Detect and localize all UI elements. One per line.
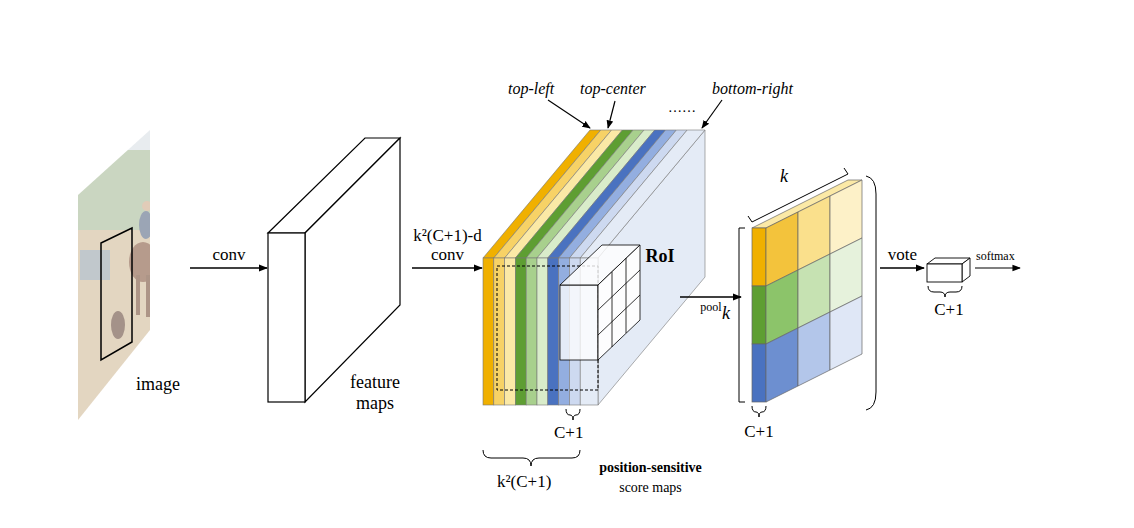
pooled-grid-block: C+1 xyxy=(742,140,880,450)
node-text: position-sensitive xyxy=(588,460,713,476)
drawing-part xyxy=(268,233,305,402)
drawing-part xyxy=(537,258,548,405)
dimension-label: k xyxy=(780,166,788,187)
drawing-part xyxy=(598,245,640,360)
drawing-part xyxy=(483,258,494,405)
edge-label: vote xyxy=(888,245,917,265)
drawing-part xyxy=(612,272,613,347)
feature-map-block: feature maps xyxy=(268,138,412,423)
slice-label: top-left xyxy=(508,80,554,98)
node-text: feature maps xyxy=(340,372,410,413)
drawing-part xyxy=(80,250,110,280)
drawing-part xyxy=(962,258,970,282)
drawing-part xyxy=(598,295,640,335)
flow-arrow xyxy=(190,267,267,268)
drawing-part xyxy=(748,168,848,222)
drawing-part xyxy=(766,328,798,402)
drawing-part xyxy=(136,275,140,315)
drawing-part xyxy=(752,286,766,344)
node-text: C+1 xyxy=(742,422,776,442)
drawing-part xyxy=(305,138,400,402)
slice-label: bottom-right xyxy=(712,80,793,98)
image-panel: image xyxy=(78,130,190,400)
drawing-part xyxy=(830,296,862,370)
drawing-part xyxy=(927,264,962,282)
drawing-part xyxy=(752,406,766,417)
drawing-part xyxy=(626,258,627,333)
node-text: score maps xyxy=(588,480,713,496)
dimension-label: k²(C+1) xyxy=(497,472,551,492)
drawing-part xyxy=(566,409,580,420)
drawing-part xyxy=(548,258,559,405)
drawing-part xyxy=(580,130,705,258)
node-text: RoI xyxy=(642,246,678,267)
drawing-part xyxy=(608,101,615,128)
drawing-part xyxy=(798,312,830,386)
score-map-slabs xyxy=(483,130,705,405)
drawing-part xyxy=(494,258,505,405)
drawing-part xyxy=(129,242,157,282)
flow-arrow xyxy=(680,296,741,297)
drawing-part xyxy=(739,228,745,402)
leader-arrows xyxy=(548,100,722,128)
drawing-part xyxy=(548,100,590,128)
feature-map-solid xyxy=(268,138,400,402)
edge-label: pool xyxy=(700,301,721,315)
drawing-part xyxy=(702,100,722,128)
dimension-label: C+1 xyxy=(554,423,583,443)
drawing-part xyxy=(752,344,766,402)
node-text: C+1 xyxy=(925,300,973,320)
drawing-part xyxy=(526,258,537,405)
edge-label: k²(C+1)-d conv xyxy=(410,226,486,265)
softmax-arrow xyxy=(975,267,1020,268)
edge-label: conv xyxy=(212,245,245,265)
ellipsis-mark: …… xyxy=(668,100,696,116)
output-box: C+1 xyxy=(925,255,975,325)
flow-arrow xyxy=(412,267,482,268)
drawing-part xyxy=(866,176,876,410)
node-text: image xyxy=(130,374,186,395)
drawing-part xyxy=(70,230,160,430)
roi-cube xyxy=(560,245,640,360)
drawing-part xyxy=(569,130,687,258)
drawing-part xyxy=(483,450,580,466)
braces xyxy=(483,286,962,466)
drawing-part xyxy=(139,211,153,239)
output-vector xyxy=(927,258,970,282)
region-box xyxy=(101,228,132,360)
dimension-label: k xyxy=(722,303,730,324)
operation-label: softmax xyxy=(976,250,1015,264)
drawing-part xyxy=(752,228,766,286)
drawing-part xyxy=(505,258,516,405)
drawing-part xyxy=(515,258,526,405)
slice-label: top-center xyxy=(580,80,646,98)
drawing-part xyxy=(560,285,598,360)
flow-arrow xyxy=(880,267,924,268)
drawing-part xyxy=(559,130,677,258)
dimension-brackets xyxy=(739,168,876,410)
drawing-part xyxy=(111,311,125,339)
roi-box: RoI xyxy=(560,232,680,360)
score-map-block: position-sensitive score maps RoI xyxy=(483,128,715,506)
drawing-part xyxy=(142,201,152,211)
drawing-part xyxy=(598,270,640,310)
drawing-part xyxy=(928,286,962,297)
drawing-part xyxy=(146,275,150,317)
